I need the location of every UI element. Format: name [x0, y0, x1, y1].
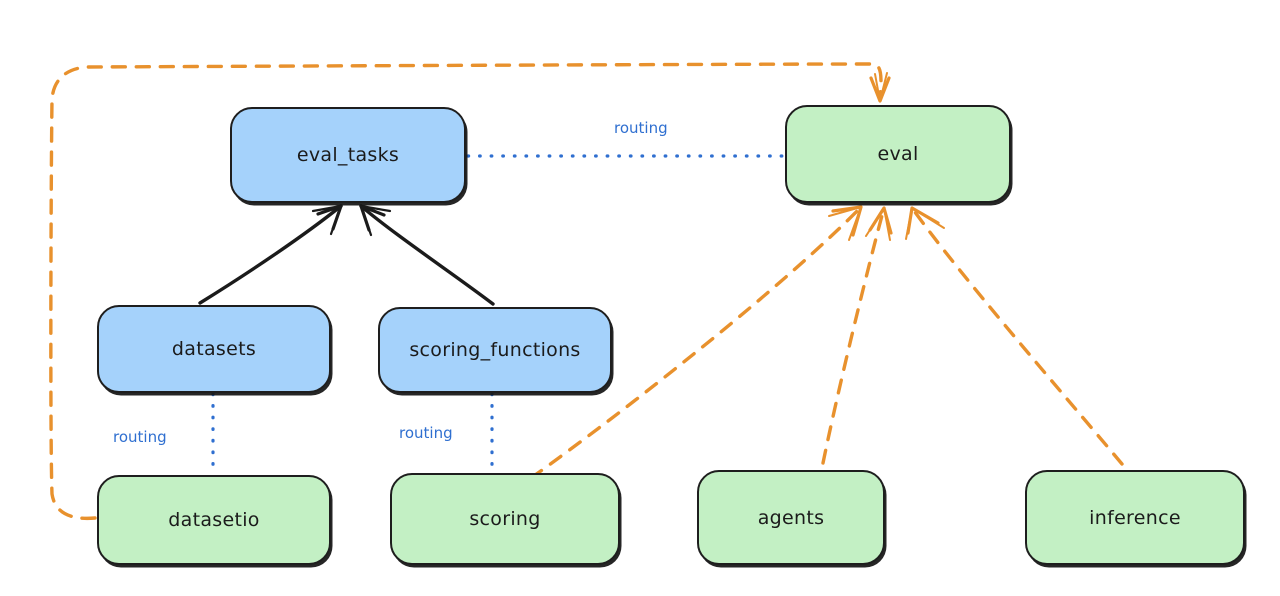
edge-datasets-eval_tasks: [198, 204, 343, 305]
node-label: datasets: [171, 338, 257, 360]
edge-label-datasets-datasetio: routing: [113, 428, 167, 446]
node-datasets[interactable]: datasets: [97, 305, 331, 393]
node-label: datasetio: [168, 509, 260, 531]
node-scoring-functions[interactable]: scoring_functions: [378, 307, 612, 393]
node-inference[interactable]: inference: [1025, 470, 1245, 565]
node-label: eval_tasks: [296, 144, 400, 166]
node-agents[interactable]: agents: [697, 470, 885, 565]
edge-scoring_functions-eval_tasks: [359, 204, 495, 306]
node-eval-tasks[interactable]: eval_tasks: [230, 107, 466, 203]
node-eval[interactable]: eval: [785, 105, 1011, 203]
node-scoring[interactable]: scoring: [390, 473, 620, 565]
node-datasetio[interactable]: datasetio: [97, 475, 331, 565]
node-label: eval: [877, 143, 919, 165]
edge-agents-eval: [821, 206, 893, 465]
edge-inference-eval: [905, 206, 1124, 466]
node-label: scoring: [469, 508, 541, 530]
node-label: scoring_functions: [409, 339, 581, 361]
edge-datasetio-eval: [49, 62, 891, 521]
edge-label-eval-tasks-eval: routing: [614, 119, 668, 137]
node-label: inference: [1089, 506, 1181, 529]
edge-label-scoring-functions-scoring: routing: [399, 424, 453, 442]
node-label: agents: [757, 506, 825, 529]
